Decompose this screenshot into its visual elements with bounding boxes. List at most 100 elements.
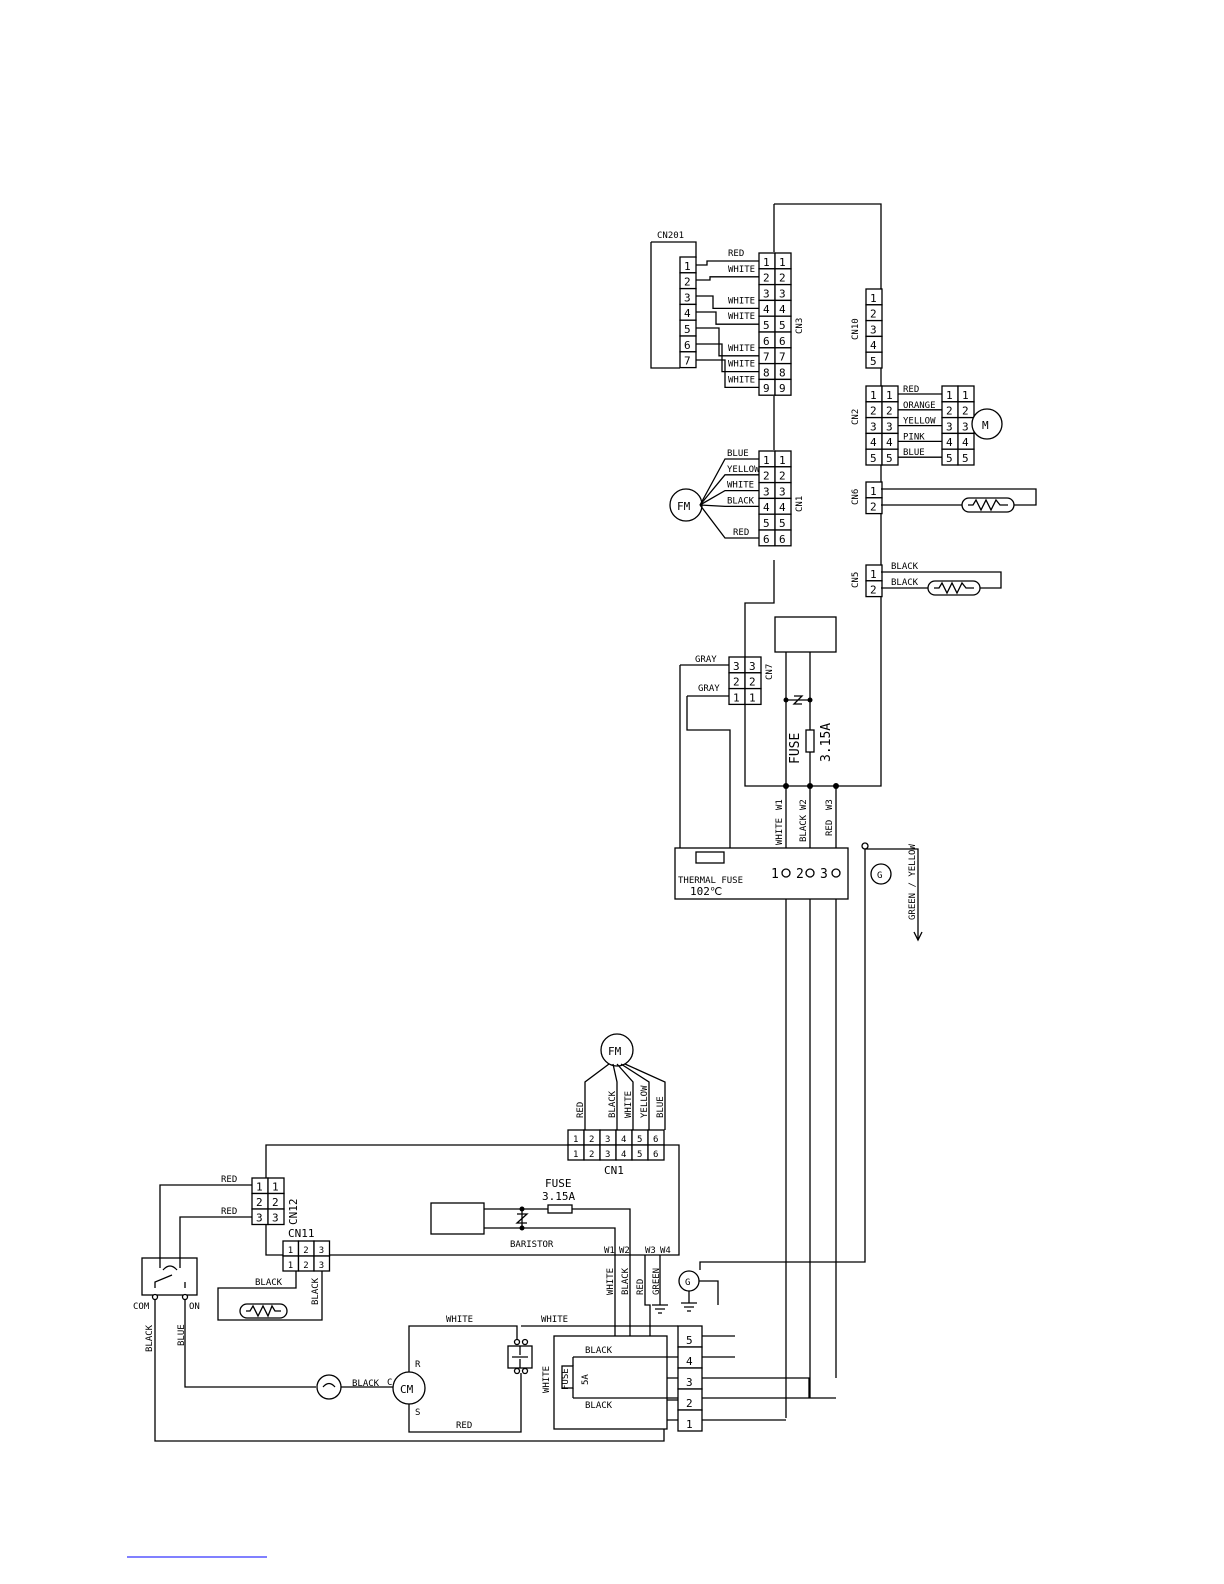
- cn1-upper-pin-5-label: 5: [779, 517, 786, 530]
- cn10-pin-2-label: 2: [870, 308, 877, 321]
- cn1-lower-pin-4-label: 4: [621, 1150, 626, 1160]
- cn1-lower-pin-2-label: 2: [589, 1135, 594, 1145]
- compressor-wire-3-label: WHITE: [541, 1315, 568, 1325]
- cn2-remote-pin-5-label: 5: [946, 452, 953, 465]
- cn201-pin-5-label: 5: [684, 323, 691, 336]
- ground-upper-label: G: [877, 871, 882, 881]
- cn5-pin-1-label: 1: [870, 568, 877, 581]
- cn3-pin-3-label: 3: [763, 287, 770, 300]
- compressor-wire-4-label: RED: [456, 1421, 472, 1431]
- cn3-pin-5-label: 5: [779, 319, 786, 332]
- switch-wire-1-label: BLACK: [145, 1324, 155, 1352]
- cn1-lower-label: CN1: [604, 1164, 624, 1177]
- block-wire-1-label: BLACK: [585, 1346, 613, 1356]
- cn11-pin-1-label: 1: [288, 1261, 293, 1271]
- fan-motor-upper-label: FM: [677, 500, 691, 513]
- cn3-pin-4-label: 4: [779, 303, 786, 316]
- cn1-upper-wire-4-label: BLACK: [727, 496, 755, 506]
- cn1-lower-pin-1-label: 1: [573, 1135, 578, 1145]
- switch-com-label: COM: [133, 1302, 150, 1312]
- cn2-pin-2-label: 2: [870, 405, 877, 418]
- cn3-wire-8-label: WHITE: [728, 360, 755, 370]
- louver-motor-icon: [971, 408, 1003, 440]
- cn3-pin-2-label: 2: [763, 272, 770, 285]
- cn11-label: CN11: [288, 1227, 315, 1240]
- cn11-wire-2-label: BLACK: [311, 1277, 321, 1305]
- cn2-remote-pin-4-label: 4: [946, 436, 953, 449]
- lower-terminal-wire-3-label: RED: [636, 1279, 646, 1295]
- cn3-wire-1-label: RED: [728, 249, 744, 259]
- ground-wire-upper-label: GREEN / YELLOW: [908, 844, 918, 920]
- cn12-wire-1-label: RED: [221, 1175, 237, 1185]
- lower-terminal-wire-2-label: BLACK: [621, 1267, 631, 1295]
- cn1-lower-pin-6-2: [647, 1144, 665, 1161]
- fuse-upper-rating: 3.15A: [819, 723, 834, 762]
- cn10-pin-5-label: 5: [870, 355, 877, 368]
- cn7-wire-2-label: GRAY: [698, 684, 720, 694]
- cn3-pin-2-label: 2: [779, 272, 786, 285]
- compressor-wire-1-label: BLACK: [352, 1379, 380, 1389]
- cn3-pin-9-2: [774, 378, 792, 396]
- cn2-pin-1-label: 1: [870, 389, 877, 402]
- cn1-upper-pin-4-label: 4: [779, 501, 786, 514]
- cn2-wire-5-label: BLUE: [903, 448, 925, 458]
- cn3-pin-9-label: 9: [763, 382, 770, 395]
- cn2-pin-4-label: 4: [870, 436, 877, 449]
- cn11-pin-3-label: 3: [319, 1246, 324, 1256]
- terminal-block-upper-num-3: 3: [820, 867, 828, 882]
- power-module-lower-box: [430, 1202, 485, 1235]
- cn12-pin-3-label: 3: [256, 1212, 263, 1225]
- overload-protector-icon: [316, 1374, 342, 1400]
- compressor-pin-c: C: [387, 1378, 392, 1388]
- cn11-pin-3-label: 3: [319, 1261, 324, 1271]
- cn7-wire-1-label: GRAY: [695, 655, 717, 665]
- cn1-upper-pin-4-label: 4: [763, 501, 770, 514]
- lower-terminal-W3-label: W3: [645, 1246, 656, 1256]
- terminal-block-upper-screw-3: [831, 868, 841, 878]
- cn6-label: CN6: [851, 489, 861, 505]
- cn7-pin-3-label: 3: [749, 660, 756, 673]
- cn1-upper-pin-1-label: 1: [763, 454, 770, 467]
- cn6-pin-2: [865, 497, 883, 515]
- cn1-lower-pin-5-label: 5: [637, 1135, 642, 1145]
- fm-lower-wire-4-label: YELLOW: [640, 1085, 650, 1118]
- cn7-pin-3-label: 3: [733, 660, 740, 673]
- cn2-wire-2-label: ORANGE: [903, 401, 936, 411]
- thermal-fuse-label: THERMAL FUSE: [678, 876, 743, 886]
- terminal-block-lower-pin-4-label: 4: [686, 1355, 693, 1368]
- cn201-pin-1-label: 1: [684, 260, 691, 273]
- terminal-block-lower-pin-5-label: 5: [686, 1334, 693, 1347]
- cn3-pin-6-label: 6: [763, 335, 770, 348]
- cn2-wire-4-label: PINK: [903, 432, 925, 442]
- fm-lower-wire-3-label: WHITE: [624, 1091, 634, 1118]
- compressor-pin-s: S: [415, 1408, 420, 1418]
- compressor-wire-2-label: WHITE: [446, 1315, 473, 1325]
- cn10-pin-1-label: 1: [870, 292, 877, 305]
- lower-terminal-wire-4-label: GREEN: [652, 1268, 662, 1295]
- cn2-remote-pin-5-2: [957, 448, 975, 466]
- cn1-lower-pin-4-label: 4: [621, 1135, 626, 1145]
- cn1-upper-pin-3-label: 3: [763, 485, 770, 498]
- cn11-wire-1-label: BLACK: [255, 1278, 283, 1288]
- fm-lower-wire-1-label: RED: [576, 1102, 586, 1118]
- cn5-pin-2-label: 2: [870, 584, 877, 597]
- upper-terminal-wire-3-label: RED: [825, 820, 835, 836]
- fuse-upper-label: FUSE: [788, 733, 803, 764]
- cn1-lower-pin-6-label: 6: [653, 1135, 658, 1145]
- cn2-remote-pin-2-label: 2: [962, 405, 969, 418]
- cn2-pin-5-label: 5: [886, 452, 893, 465]
- cn201-label: CN201: [657, 231, 684, 241]
- cn3-wire-2-label: WHITE: [728, 265, 755, 275]
- cn1-upper-pin-2-label: 2: [763, 470, 770, 483]
- cn2-pin-3-label: 3: [870, 420, 877, 433]
- lower-terminal-W1-label: W1: [604, 1246, 615, 1256]
- compressor-label: CM: [400, 1383, 414, 1396]
- cn11-pin-2-label: 2: [303, 1261, 308, 1271]
- cn5-label: CN5: [851, 572, 861, 588]
